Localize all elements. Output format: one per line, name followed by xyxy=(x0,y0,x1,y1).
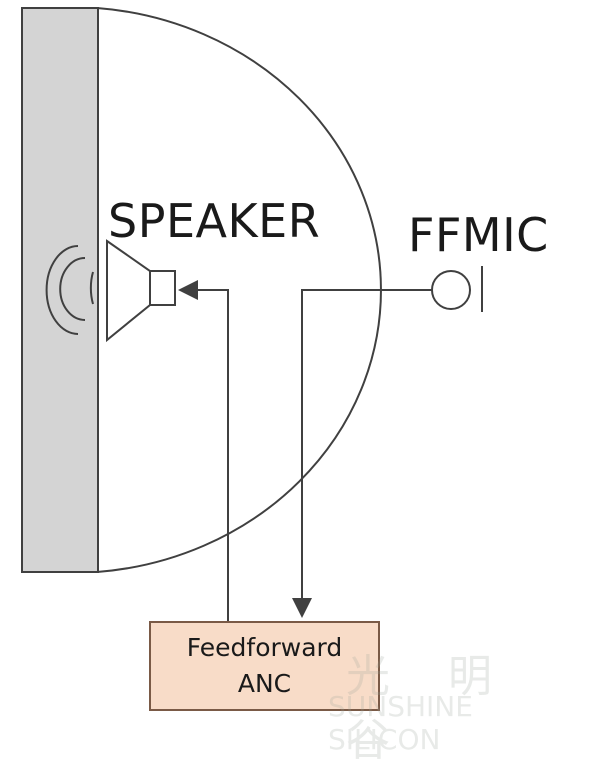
anc-label-line1: Feedforward xyxy=(186,633,343,662)
speaker-icon xyxy=(106,239,176,343)
mic-to-anc-arrow xyxy=(292,289,432,618)
anc-to-speaker-arrow xyxy=(178,280,229,621)
ffmic-label: FFMIC xyxy=(408,208,549,262)
anc-label-line2: ANC xyxy=(237,669,292,698)
feedforward-anc-box: Feedforward ANC xyxy=(149,621,380,711)
speaker-label: SPEAKER xyxy=(108,194,321,248)
microphone-icon xyxy=(431,266,483,312)
sound-wave-icon xyxy=(45,245,94,335)
anc-diagram xyxy=(21,7,483,621)
